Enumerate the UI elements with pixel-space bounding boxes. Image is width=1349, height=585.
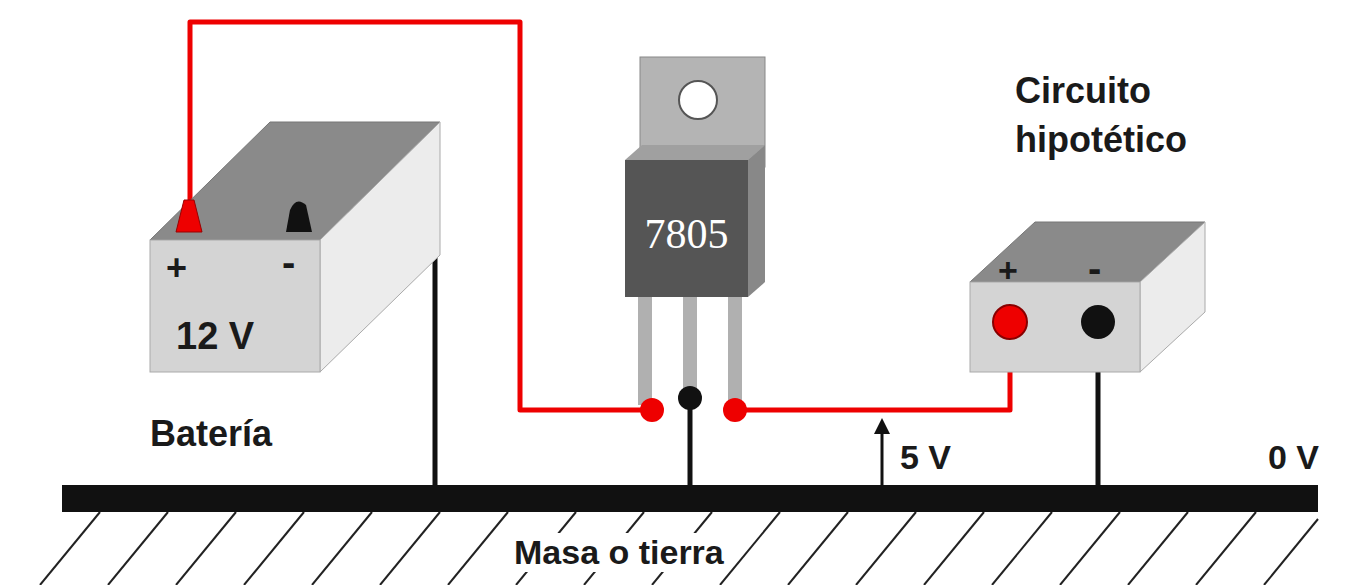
circuit-box: Circuito hipotético + - [960,55,1250,385]
voltage-label: 0 V [1268,438,1319,477]
node-text: - [1088,245,1101,291]
wire [735,339,1010,410]
node-text: 7805 [625,210,748,258]
ground-bar-node: Masa o tierra [62,485,1318,585]
node-text: Circuito hipotético [1015,67,1247,164]
node-text: + [998,251,1018,290]
circuit-box-symbol [970,222,1205,372]
regulator-symbol [625,57,765,422]
node-text: 12 V [176,315,254,359]
node-text: Masa o tierra [510,533,728,572]
voltage-label: 5 V [900,438,951,477]
wire [688,398,693,485]
node-text: Batería [150,413,272,454]
node-text: + [166,247,187,288]
ground-hatching [40,512,1318,585]
node-text: - [282,239,295,285]
battery-symbol [150,122,440,372]
voltage-arrow [874,418,890,485]
battery-box: + -12 V Batería [140,115,450,465]
regulator-box: 7805 [620,50,780,420]
ground-bar [62,485,1318,512]
